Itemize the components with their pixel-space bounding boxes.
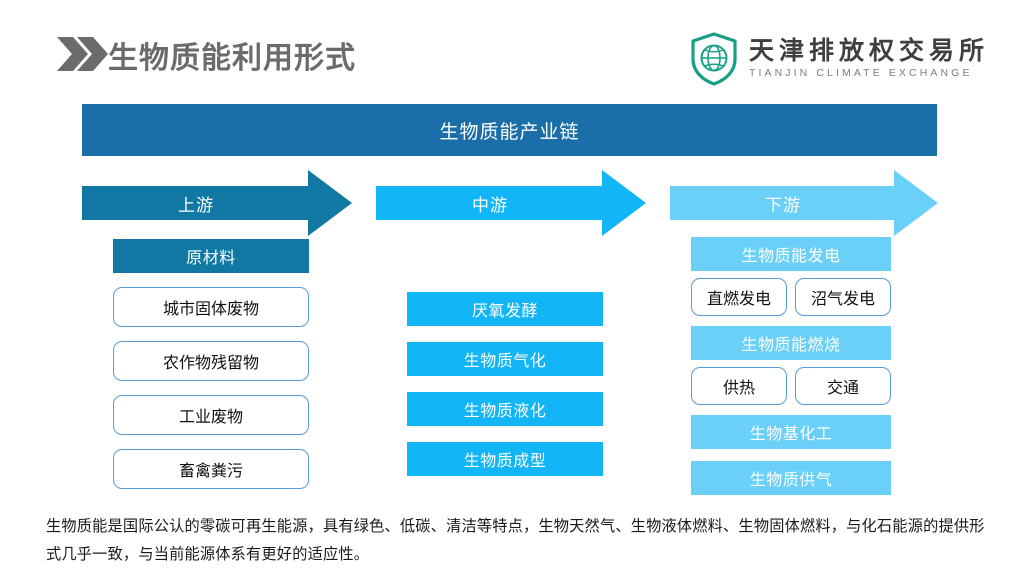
upstream-item-3[interactable]: 工业废物 [113, 395, 309, 435]
downstream-group-2-children: 供热 交通 [691, 367, 891, 405]
downstream-group-1-child-2[interactable]: 沼气发电 [795, 278, 891, 316]
downstream-group-3-heading[interactable]: 生物基化工 [691, 415, 891, 449]
brand-name-en: TIANJIN CLIMATE EXCHANGE [748, 66, 973, 79]
midstream-column: 厌氧发酵 生物质气化 生物质液化 生物质成型 [407, 292, 603, 476]
midstream-item-2[interactable]: 生物质气化 [407, 342, 603, 376]
downstream-group-1-children: 直燃发电 沼气发电 [691, 278, 891, 316]
stage-arrow-downstream[interactable]: 下游 [670, 170, 938, 236]
brand-name-cn: 天津排放权交易所 [748, 36, 989, 65]
brand-logo: 天津排放权交易所 TIANJIN CLIMATE EXCHANGE [689, 30, 989, 88]
downstream-group-1-child-1[interactable]: 直燃发电 [691, 278, 787, 316]
midstream-item-4[interactable]: 生物质成型 [407, 442, 603, 476]
slide-header: 生物质能利用形式 天津排放权交易所 TIANJIN CLIMATE EXCHAN… [0, 0, 1024, 96]
upstream-item-1[interactable]: 城市固体废物 [113, 287, 309, 327]
downstream-column: 生物质能发电 直燃发电 沼气发电 生物质能燃烧 供热 交通 生物基化工 生物质供… [691, 237, 891, 495]
downstream-group-2-child-1[interactable]: 供热 [691, 367, 787, 405]
brand-text: 天津排放权交易所 TIANJIN CLIMATE EXCHANGE [748, 36, 989, 81]
double-chevron-right-icon [55, 34, 109, 74]
industry-chain-banner: 生物质能产业链 [82, 104, 937, 156]
midstream-item-1[interactable]: 厌氧发酵 [407, 292, 603, 326]
midstream-item-3[interactable]: 生物质液化 [407, 392, 603, 426]
downstream-group-2-heading[interactable]: 生物质能燃烧 [691, 326, 891, 360]
footer-note: 生物质能是国际公认的零碳可再生能源，具有绿色、低碳、清洁等特点，生物天然气、生物… [46, 518, 985, 564]
upstream-item-2[interactable]: 农作物残留物 [113, 341, 309, 381]
page-title: 生物质能利用形式 [108, 42, 356, 75]
stage-arrow-upstream[interactable]: 上游 [82, 170, 352, 236]
downstream-group-2-child-2[interactable]: 交通 [795, 367, 891, 405]
downstream-group-1-heading[interactable]: 生物质能发电 [691, 237, 891, 271]
upstream-column: 原材料 城市固体废物 农作物残留物 工业废物 畜禽粪污 [113, 239, 309, 489]
stage-arrow-midstream[interactable]: 中游 [376, 170, 646, 236]
shield-globe-icon [689, 32, 739, 86]
downstream-group-4-heading[interactable]: 生物质供气 [691, 461, 891, 495]
upstream-item-4[interactable]: 畜禽粪污 [113, 449, 309, 489]
upstream-heading[interactable]: 原材料 [113, 239, 309, 273]
industry-chain-banner-label: 生物质能产业链 [439, 121, 580, 143]
